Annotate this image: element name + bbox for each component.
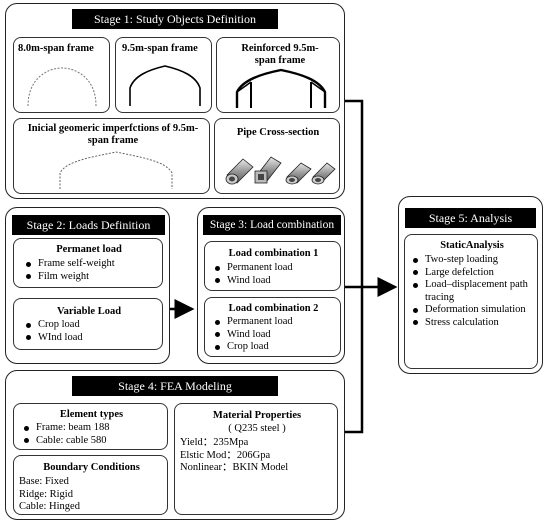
frame-95m-label: 9.5m-span frame <box>122 43 198 54</box>
frame-8m-box: 8.0m-span frame <box>13 37 110 113</box>
reinforced-frame-box: Reinforced 9.5m-span frame <box>216 37 340 113</box>
element-types-list: Frame: beam 188 Cable: cable 580 <box>22 422 109 447</box>
variable-load-title: Variable Load <box>56 306 122 317</box>
material-properties-title: Material Properties <box>212 410 302 421</box>
load-combination-2-title: Load combination 2 <box>228 303 319 314</box>
imperfection-box: Inicial geomeric imperfctions of 9.5m-sp… <box>13 118 210 194</box>
stage5-header: Stage 5: Analysis <box>405 208 536 228</box>
static-analysis-title: StaticAnalysis <box>440 240 504 251</box>
list-item: Crop load <box>213 341 293 354</box>
stage4-connector <box>345 287 364 434</box>
list-item: Elstic Mod：206Gpa <box>180 449 271 461</box>
stage3-header: Stage 3: Load combination <box>203 215 341 235</box>
list-item: Base: Fixed <box>19 476 69 487</box>
list-item: Crop load <box>24 319 83 332</box>
static-analysis-box: StaticAnalysis Two-step loading Large de… <box>404 234 538 369</box>
permanent-load-box: Permanet load Frame self-weight Film wei… <box>13 238 163 288</box>
material-properties-box: Material Properties ( Q235 steel ) Yield… <box>174 403 338 515</box>
list-item: Frame self-weight <box>24 258 115 271</box>
list-item: Stress calculation <box>411 317 535 330</box>
list-item: Frame: beam 188 <box>22 422 109 435</box>
stage1-header: Stage 1: Study Objects Definition <box>72 9 278 29</box>
list-item: Yield：235Mpa <box>180 437 249 448</box>
reinforced-frame-label: Reinforced 9.5m-span frame <box>241 43 319 66</box>
list-item: Wind load <box>213 329 293 342</box>
boundary-conditions-box: Boundary Conditions Base: Fixed Ridge: R… <box>13 455 168 515</box>
list-item: Large defelction <box>411 267 535 280</box>
oval-pipe-icon <box>285 162 312 185</box>
load-combination-1-title: Load combination 1 <box>228 248 319 259</box>
list-item: Nonlinear：BKIN Model <box>180 462 289 473</box>
pipe-section-label: Pipe Cross-section <box>236 127 320 138</box>
pipe-section-illustration <box>225 156 336 185</box>
stage1-connector <box>345 99 364 287</box>
frame-8m-label: 8.0m-span frame <box>18 43 94 54</box>
imperfection-label: Inicial geomeric imperfctions of 9.5m-sp… <box>27 123 199 146</box>
load-combination-1-box: Load combination 1 Permanent load Wind l… <box>204 241 341 291</box>
load-combination-2-box: Load combination 2 Permanent load Wind l… <box>204 297 341 357</box>
load-combination-1-list: Permanent load Wind load <box>213 262 293 287</box>
list-item: Ridge: Rigid <box>19 488 73 500</box>
boundary-conditions-list: Base: Fixed Ridge: Rigid Cable: Hinged <box>19 476 80 514</box>
permanent-load-title: Permanet load <box>56 244 122 255</box>
imperfection-illustration <box>59 151 173 189</box>
stage2-header: Stage 2: Loads Definition <box>12 215 165 235</box>
stage4-header: Stage 4: FEA Modeling <box>72 376 278 396</box>
material-properties-list: Yield：235Mpa Elstic Mod：206Gpa Nonlinear… <box>180 437 288 475</box>
list-item: Permanent load <box>213 262 293 275</box>
variable-load-box: Variable Load Crop load WInd load <box>13 298 163 350</box>
list-item: Cable: Hinged <box>19 501 80 512</box>
variable-load-list: Crop load WInd load <box>24 319 83 344</box>
list-item: Deformation simulation <box>411 304 535 317</box>
list-item: Film weight <box>24 271 115 284</box>
element-types-title: Element types <box>59 409 124 420</box>
list-item: Two-step loading <box>411 254 535 267</box>
elliptic-pipe-icon <box>311 162 336 185</box>
static-analysis-list: Two-step loading Large defelction Load–d… <box>411 254 535 329</box>
frame-95m-box: 9.5m-span frame <box>115 37 212 113</box>
element-types-box: Element types Frame: beam 188 Cable: cab… <box>13 403 168 450</box>
frame-95m-illustration <box>129 65 201 106</box>
reinforced-frame-illustration <box>235 68 327 108</box>
load-combination-2-list: Permanent load Wind load Crop load <box>213 316 293 354</box>
pipe-section-box: Pipe Cross-section <box>214 118 340 194</box>
list-item: WInd load <box>24 332 83 345</box>
list-item: Permanent load <box>213 316 293 329</box>
list-item: Wind load <box>213 275 293 288</box>
permanent-load-list: Frame self-weight Film weight <box>24 258 115 283</box>
list-item: Cable: cable 580 <box>22 435 109 448</box>
round-pipe-icon <box>225 158 254 185</box>
list-item: Load–displacement path tracing <box>411 279 535 304</box>
boundary-conditions-title: Boundary Conditions <box>43 462 140 473</box>
frame-8m-illustration <box>27 67 97 107</box>
square-pipe-icon <box>254 156 282 184</box>
material-properties-subtitle: ( Q235 steel ) <box>228 423 286 434</box>
